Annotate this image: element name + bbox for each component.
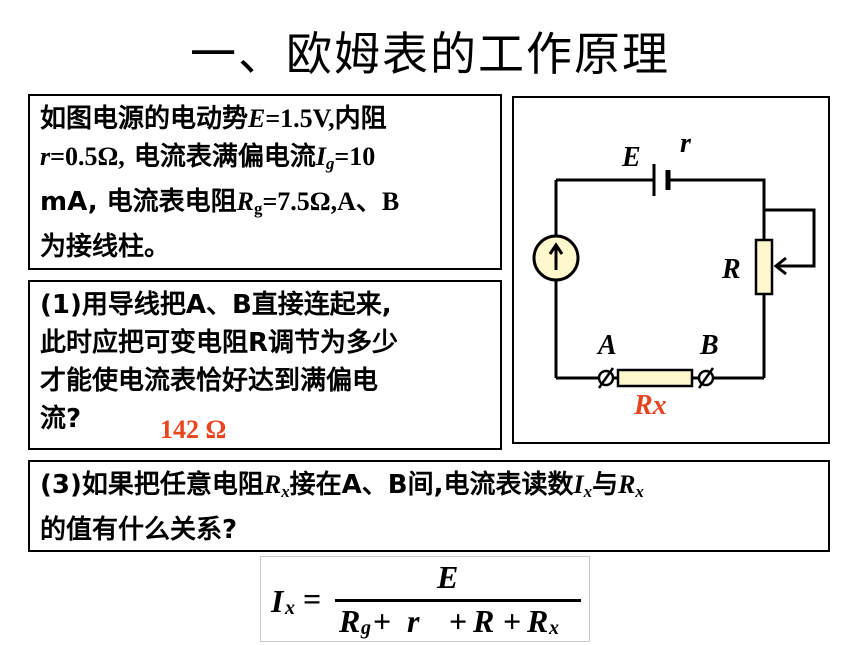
formula-den-subscript-g: g (361, 617, 371, 639)
formula-den-subscript-x: x (549, 617, 559, 639)
answer-value: 142 Ω (160, 415, 227, 444)
formula-den-rx: R (527, 603, 549, 639)
rheostat-icon (754, 238, 774, 296)
formula-plus: + (373, 603, 392, 639)
question-3-box: (3)如果把任意电阻Rx接在A、B间,电流表读数Ix与Rx 的值有什么关系? (28, 460, 830, 552)
label-terminal-b: B (699, 330, 719, 361)
emf-value: =1.5V, (265, 104, 335, 133)
rx-symbol: R (263, 470, 282, 499)
ammeter-arrow (548, 242, 564, 255)
meter-resistance-symbol: R (236, 187, 254, 217)
terminal-b-slash (697, 367, 715, 389)
label-internal-resistance: r (680, 128, 692, 159)
emf-symbol: E (248, 104, 266, 133)
subscript: g (325, 154, 335, 174)
formula-lhs-subscript: x (285, 597, 295, 619)
terminal-a-slash (597, 367, 615, 389)
current-symbol: I (315, 142, 326, 171)
formula-plus: + (449, 603, 468, 639)
fraction-bar (335, 599, 581, 602)
circuit-svg: E r R A B Rx (532, 128, 816, 421)
circuit-diagram: E r R A B Rx (512, 96, 830, 444)
question-line: 流? (40, 404, 82, 434)
formula-lhs-i: I (271, 583, 284, 619)
formula-plus: + (503, 603, 522, 639)
full-scale-current-value: =10 (334, 142, 376, 171)
wire-top-right (668, 178, 766, 240)
formula-den-r: r (407, 603, 420, 639)
unit-text: mA, (40, 187, 98, 218)
subscript: x (635, 482, 644, 502)
rx-symbol: R (618, 470, 636, 499)
label-emf: E (621, 142, 641, 173)
question-1-box: (1)用导线把A、B直接连起来, 此时应把可变电阻R调节为多少 才能使电流表恰好… (28, 280, 502, 450)
formula-den-R: R (473, 603, 495, 639)
text: 的值有什么关系? (40, 515, 238, 546)
text: (3)如果把任意电阻 (40, 470, 264, 500)
rheostat-slider-wire (764, 208, 816, 268)
rheostat-arrow (773, 256, 787, 276)
text: 电流表满偏电流 (133, 142, 316, 172)
subscript: x (281, 482, 290, 502)
question-line: 才能使电流表恰好达到满偏电 (40, 366, 379, 396)
rx-resistor-icon (616, 368, 694, 388)
subscript: g (254, 199, 263, 219)
meter-resistance-value: =7.5Ω,A、B (262, 187, 400, 217)
given-conditions-box: 如图电源的电动势E=1.5V,内阻 r=0.5Ω, 电流表满偏电流Ig=10 m… (28, 94, 502, 270)
question-line: 此时应把可变电阻R调节为多少 (40, 328, 399, 358)
formula-equals: = (303, 581, 322, 617)
internal-resistance-symbol: r (40, 142, 51, 171)
formula-den-rg: R (339, 603, 361, 639)
label-rheostat: R (721, 254, 741, 285)
subscript: x (583, 482, 593, 502)
ix-symbol: I (573, 470, 584, 499)
text: 与 (592, 470, 619, 500)
internal-resistance-value: =0.5Ω, (50, 142, 125, 171)
question-line: (1)用导线把A、B直接连起来, (40, 290, 392, 320)
label-rx: Rx (633, 390, 667, 421)
page-title: 一、欧姆表的工作原理 (190, 27, 670, 81)
text: 如图电源的电动势 (40, 104, 249, 134)
text: 接在A、B间,电流表读数 (289, 470, 574, 500)
text: 内阻 (334, 104, 387, 134)
label-terminal-a: A (596, 330, 617, 361)
text: 为接线柱。 (40, 232, 171, 263)
formula-numerator: E (437, 559, 459, 595)
ohmmeter-formula: I x = E R g + r + R + R x (260, 556, 590, 642)
text: 电流表电阻 (106, 187, 237, 218)
